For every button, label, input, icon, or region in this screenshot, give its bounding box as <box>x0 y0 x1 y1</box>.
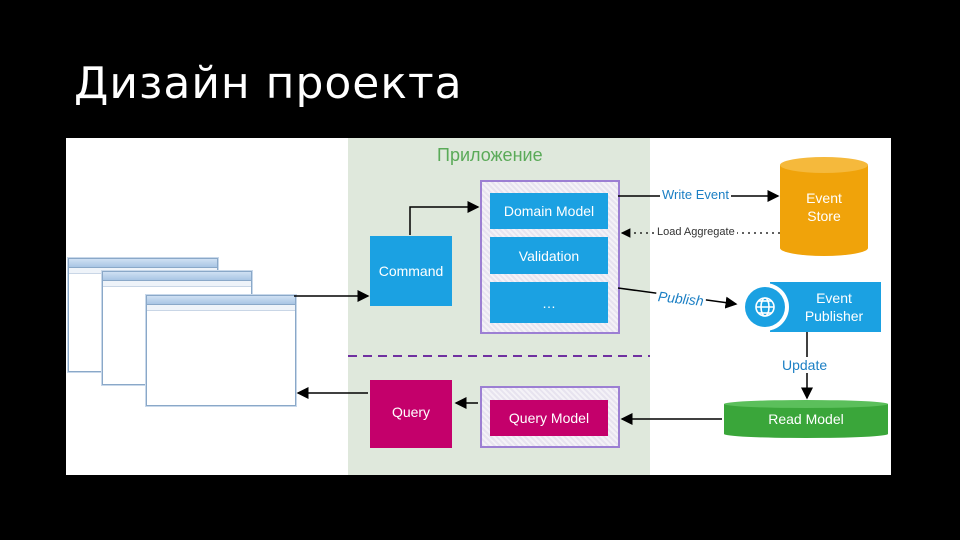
query-model-box: Query Model <box>490 400 608 436</box>
event-store-label: Event Store <box>806 190 842 224</box>
application-label: Приложение <box>437 145 543 165</box>
read-model-cylinder <box>724 400 888 438</box>
event-publisher-label: Event Publisher <box>804 290 864 324</box>
globe-icon <box>755 297 775 317</box>
update-label: Update <box>780 357 830 373</box>
validation-box: Validation <box>490 237 608 274</box>
event-store-cylinder <box>780 157 868 256</box>
command-box: Command <box>370 236 452 306</box>
read-model-label: Read Model <box>768 411 844 427</box>
slide-title: Дизайн проекта <box>74 58 463 109</box>
browser-window-icon <box>146 295 296 406</box>
diagram-connectors <box>294 157 888 438</box>
arrow-command-domain <box>409 201 480 235</box>
ellipsis-box: … <box>490 282 608 323</box>
write-event-label: Write Event <box>660 187 731 202</box>
domain-model-box: Domain Model <box>490 193 608 229</box>
load-aggregate-label: Load Aggregate <box>655 226 737 238</box>
query-box: Query <box>370 380 452 448</box>
event-publisher-shape <box>741 282 881 332</box>
architecture-diagram: Приложение Command Domain Model Validati… <box>66 138 891 475</box>
